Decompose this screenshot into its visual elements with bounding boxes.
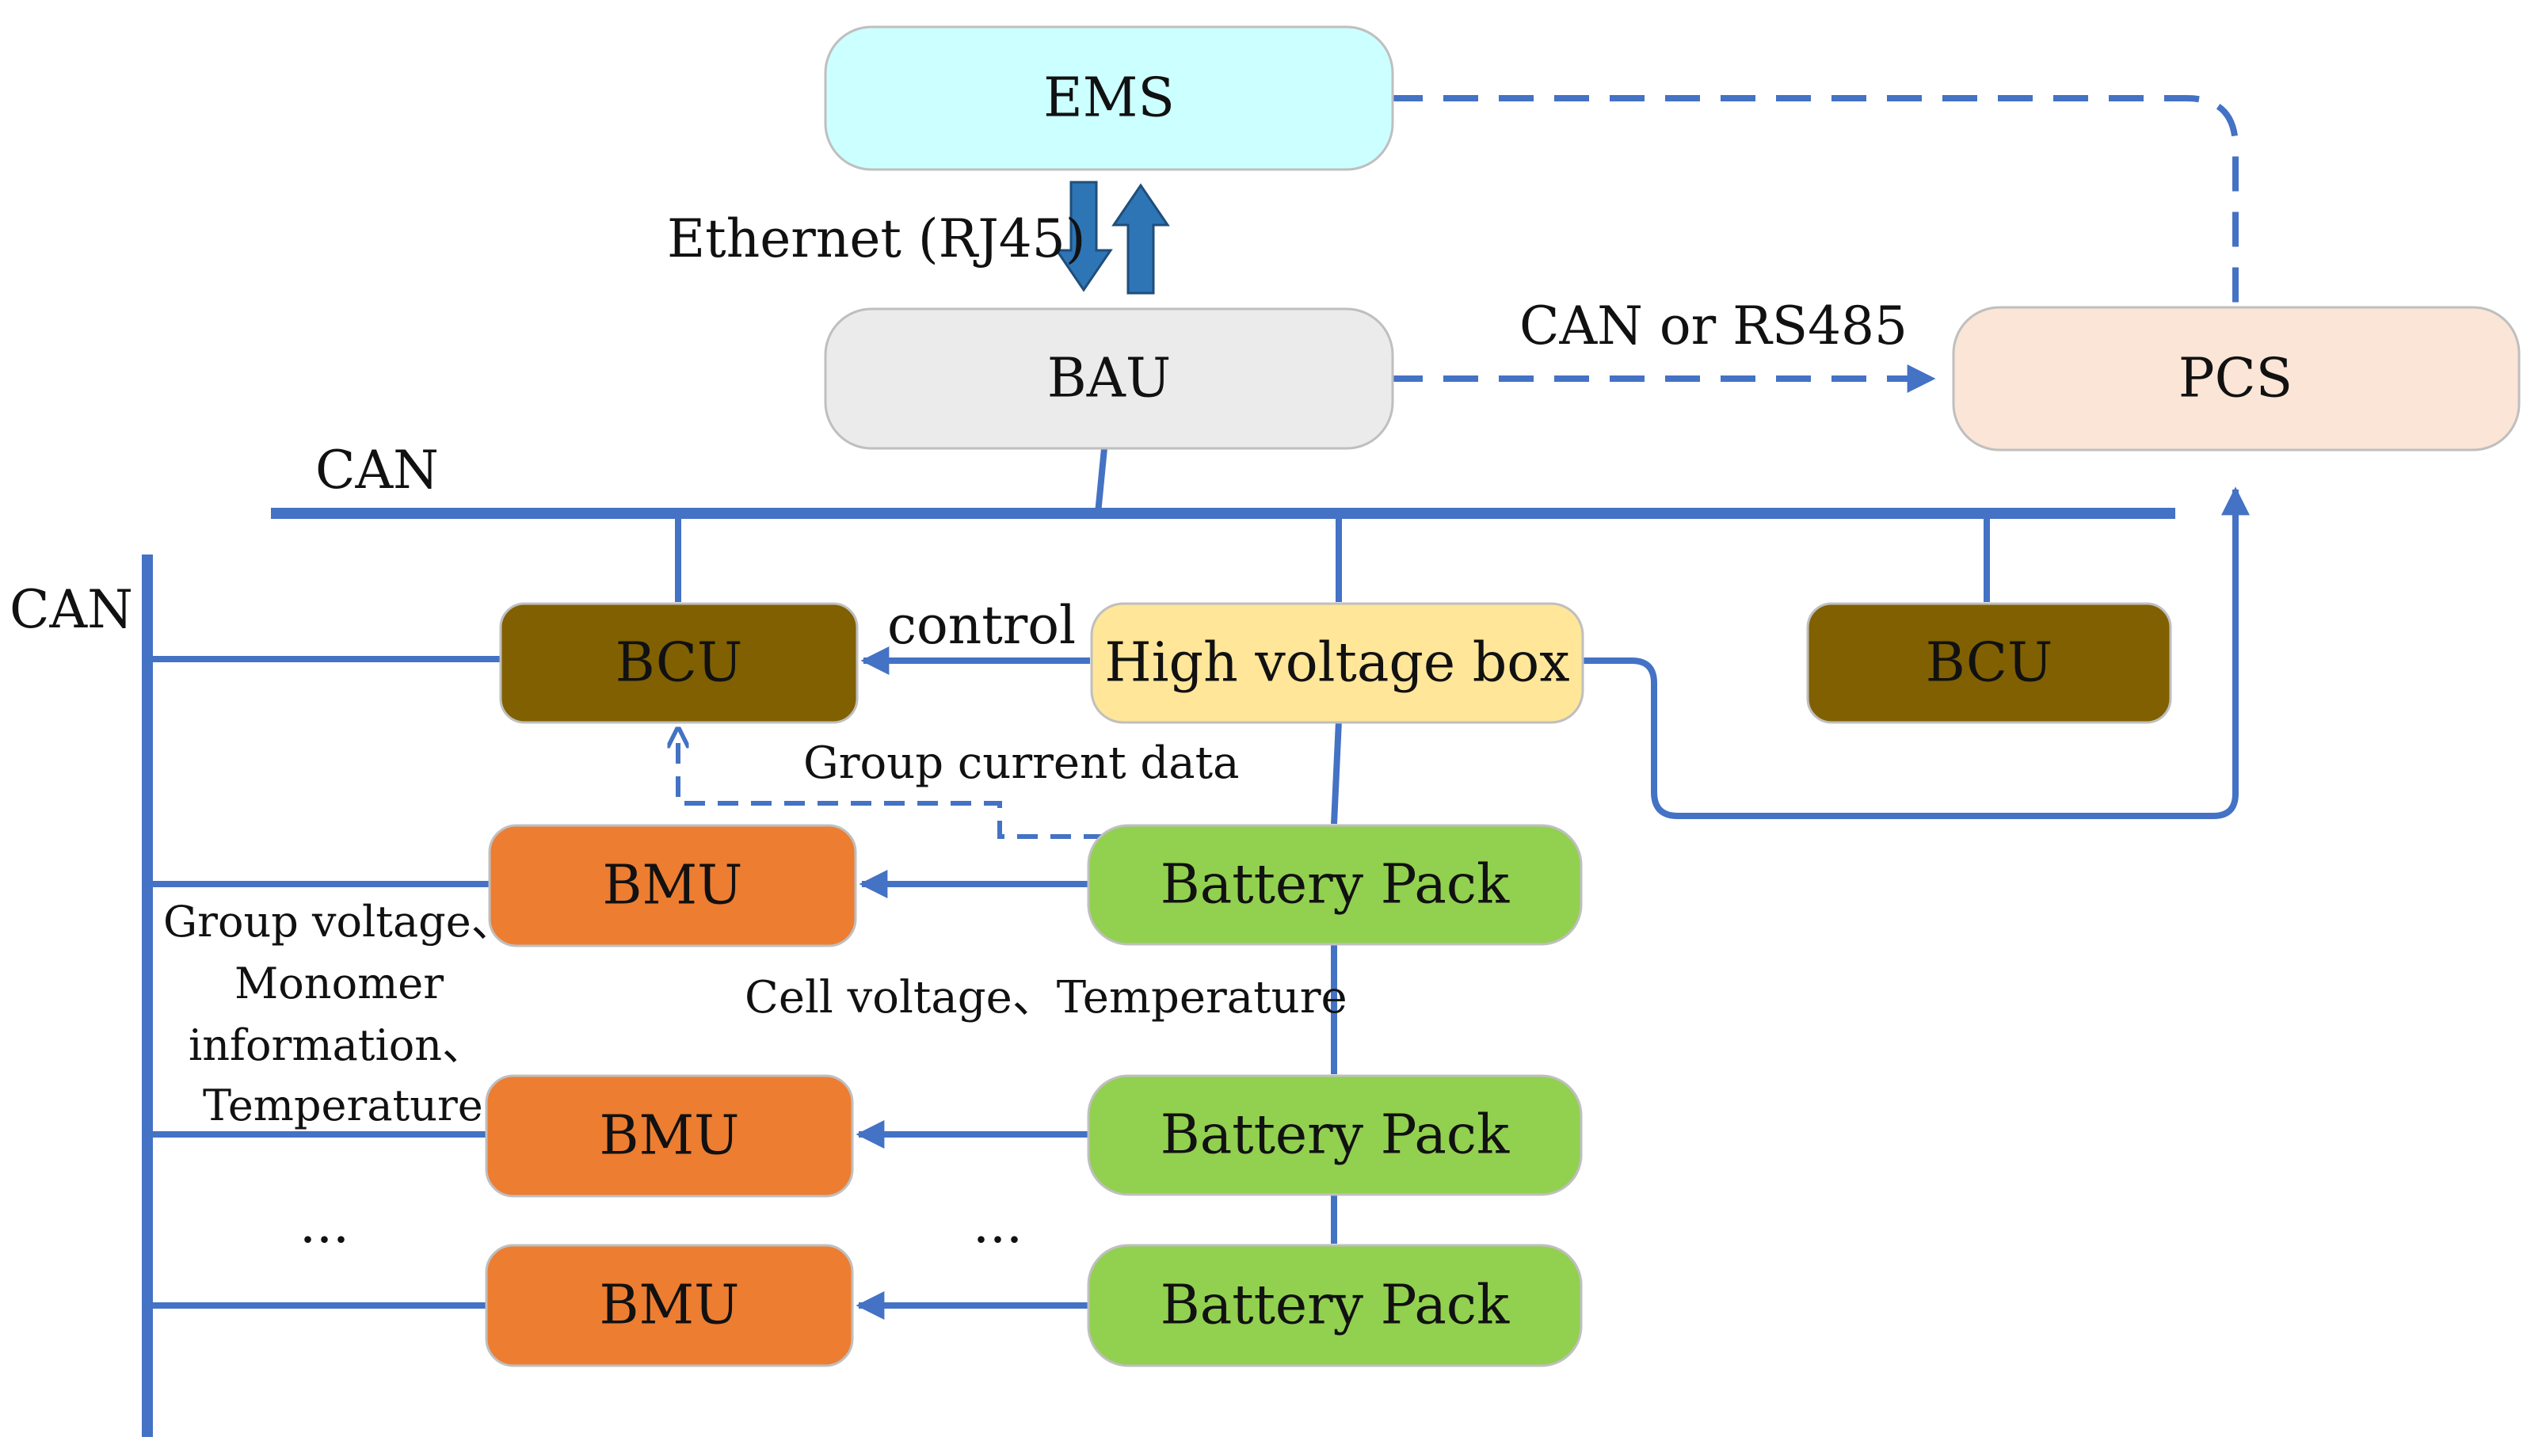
pack-3-label: Battery Pack xyxy=(1161,1275,1510,1337)
ems-node: EMS xyxy=(824,25,1394,171)
bmu-3-node: BMU xyxy=(485,1244,854,1367)
bmu-info-line-2: Monomer xyxy=(234,959,444,1008)
ems-pcs-dashed-link xyxy=(1388,95,2239,307)
hv-pack-chain xyxy=(1331,720,1342,825)
pack-1-node: Battery Pack xyxy=(1087,824,1583,946)
bau-bus-link xyxy=(1095,448,1107,514)
ethernet-down-arrow-icon xyxy=(1054,181,1113,292)
pack-1-label: Battery Pack xyxy=(1161,854,1510,917)
bmu-info-line-1: Group voltage、 xyxy=(163,897,514,947)
bmu-3-label: BMU xyxy=(600,1275,740,1337)
bcu-left-label: BCU xyxy=(616,632,743,695)
ellipsis-mid: ... xyxy=(973,1194,1023,1255)
bmu-info-line-4: Temperature xyxy=(203,1081,483,1130)
hv-pcs-link xyxy=(1581,486,2250,819)
can-bus-top-label: CAN xyxy=(315,440,439,501)
bcu-right-node: BCU xyxy=(1806,602,2172,724)
pack-2-label: Battery Pack xyxy=(1161,1104,1510,1167)
bmu-1-label: BMU xyxy=(603,855,743,917)
ethernet-arrows xyxy=(1054,181,1170,295)
pack-2-node: Battery Pack xyxy=(1087,1074,1583,1196)
bau-node: BAU xyxy=(824,307,1394,450)
control-label: control xyxy=(887,595,1076,656)
connectors xyxy=(142,95,2250,1437)
bmu-1-node: BMU xyxy=(488,824,857,947)
pcs-node: PCS xyxy=(1952,306,2521,452)
can-or-rs485-label: CAN or RS485 xyxy=(1519,295,1908,356)
ethernet-label: Ethernet (RJ45) xyxy=(667,208,1086,269)
cell-voltage-label: Cell voltage、Temperature xyxy=(745,972,1347,1023)
hv-box-label: High voltage box xyxy=(1104,632,1569,695)
bmu-2-label: BMU xyxy=(600,1105,740,1168)
can-bus-left-label: CAN xyxy=(10,579,133,640)
pack-3-node: Battery Pack xyxy=(1087,1244,1583,1367)
bmu-2-node: BMU xyxy=(485,1074,854,1198)
bcu-right-label: BCU xyxy=(1926,632,2053,695)
ems-label: EMS xyxy=(1043,67,1175,130)
bmu-info-line-3: information、 xyxy=(189,1020,485,1070)
bcu-left-node: BCU xyxy=(499,602,859,724)
group-current-dashed-arrow xyxy=(678,729,1104,839)
ethernet-up-arrow-icon xyxy=(1111,183,1170,295)
bmu-info-label: Group voltage、 Monomer information、 Temp… xyxy=(163,897,514,1130)
group-current-label: Group current data xyxy=(803,738,1240,789)
ellipsis-left: ... xyxy=(299,1194,349,1255)
bau-label: BAU xyxy=(1047,348,1171,410)
hv-box-node: High voltage box xyxy=(1090,602,1584,724)
pcs-label: PCS xyxy=(2178,348,2293,410)
